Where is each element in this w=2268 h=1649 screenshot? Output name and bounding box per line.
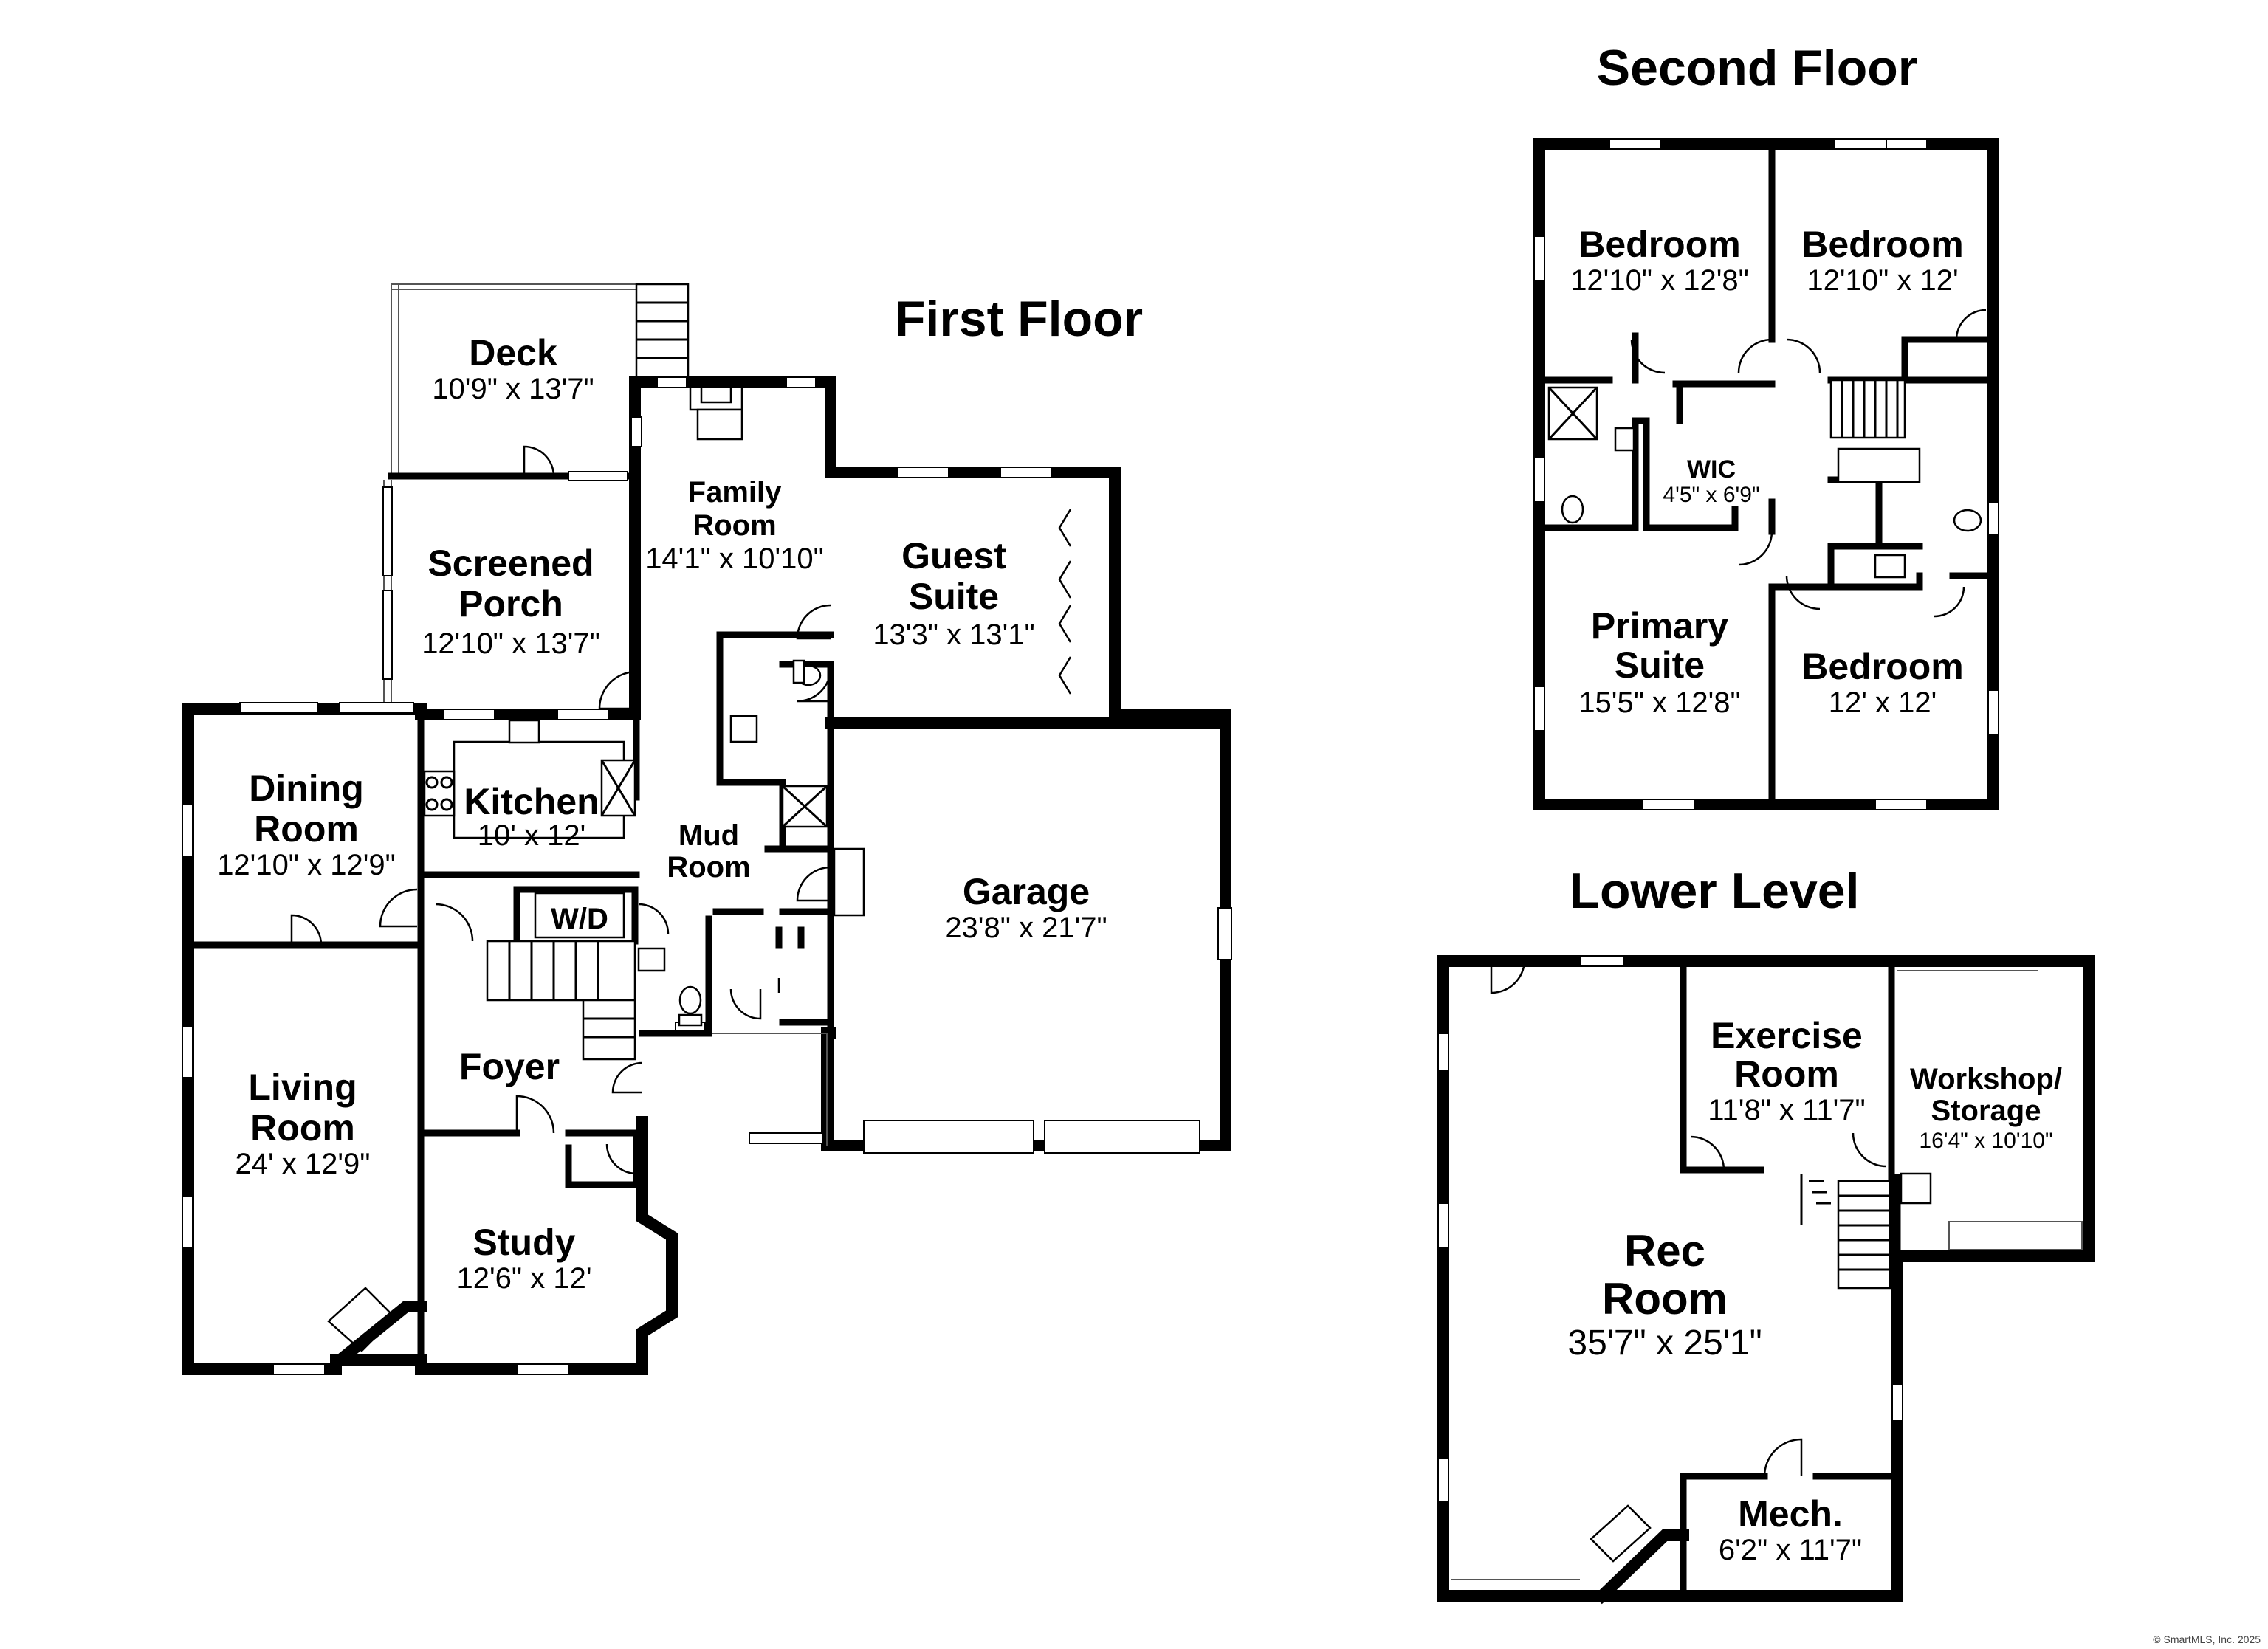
- wic-label: WIC: [1687, 455, 1736, 483]
- exercise-dims: 11'8" x 11'7": [1708, 1094, 1865, 1126]
- screened-dims: 12'10" x 13'7": [422, 627, 600, 660]
- guest-label-2: Suite: [909, 576, 999, 617]
- guest-dims: 13'3" x 13'1": [873, 619, 1034, 651]
- kitchen-sink: [508, 719, 540, 744]
- lower-level-stairs: [1800, 1174, 1891, 1290]
- deck-door: [523, 445, 555, 477]
- dining-dims: 12'10" x 12'9": [217, 849, 396, 881]
- lower-level-title: Lower Level: [1569, 863, 1859, 919]
- garage-door-1: [863, 1120, 1034, 1154]
- wic-dims: 4'5" x 6'9": [1663, 483, 1759, 507]
- deck-stairs: [635, 283, 690, 382]
- screened-label-2: Porch: [458, 583, 563, 624]
- garage-label: Garage: [963, 871, 1090, 912]
- family-label-1: Family: [688, 476, 782, 509]
- living-label-1: Living: [248, 1067, 357, 1108]
- workshop-dims: 16'4" x 10'10": [1919, 1129, 2052, 1153]
- study-dims: 12'6" x 12': [457, 1262, 592, 1295]
- primary-label-1: Primary: [1591, 605, 1728, 647]
- rec-label-1: Rec: [1624, 1226, 1705, 1276]
- guest-label-1: Guest: [901, 535, 1006, 576]
- second-floor-title: Second Floor: [1597, 40, 1917, 96]
- workshop-label-2: Storage: [1931, 1095, 2041, 1127]
- bedroom1-dims: 12'10" x 12'8": [1570, 264, 1749, 297]
- family-label-2: Room: [693, 509, 776, 542]
- rec-label-2: Room: [1602, 1274, 1728, 1323]
- mud-label-1: Mud: [678, 819, 739, 852]
- mech-label: Mech.: [1738, 1493, 1843, 1535]
- deck-label: Deck: [469, 332, 557, 373]
- study-label: Study: [473, 1222, 576, 1263]
- living-dims: 24' x 12'9": [236, 1148, 371, 1180]
- deck-dims: 10'9" x 13'7": [432, 373, 594, 405]
- mech-dims: 6'2" x 11'7": [1719, 1534, 1862, 1566]
- first-floor: First Floor: [182, 283, 1232, 1375]
- living-label-2: Room: [250, 1107, 355, 1149]
- primary-dims: 15'5" x 12'8": [1578, 686, 1740, 719]
- dining-label-1: Dining: [249, 768, 364, 809]
- family-fireplace: [689, 388, 743, 411]
- kitchen-label: Kitchen: [464, 781, 599, 822]
- garage-dims: 23'8" x 21'7": [945, 912, 1107, 944]
- bedroom3-label: Bedroom: [1801, 646, 1963, 687]
- kitchen-dims: 10' x 12': [478, 819, 585, 852]
- deck-outline: [391, 283, 690, 477]
- wd-label: W/D: [551, 903, 608, 935]
- garage-door-2: [1044, 1120, 1200, 1154]
- exercise-label-1: Exercise: [1711, 1015, 1863, 1056]
- primary-label-2: Suite: [1615, 644, 1705, 686]
- washer-dryer: [534, 892, 625, 939]
- bedroom2-label: Bedroom: [1801, 224, 1963, 265]
- rec-fireplace: [1590, 1504, 1652, 1563]
- screened-porch-outline: [382, 471, 640, 712]
- bedroom1-label: Bedroom: [1578, 224, 1740, 265]
- exercise-label-2: Room: [1734, 1053, 1839, 1095]
- foyer-label: Foyer: [459, 1046, 560, 1087]
- first-floor-title: First Floor: [895, 291, 1143, 347]
- second-floor: Second Floor: [1533, 40, 1999, 810]
- lower-level: Lower Level: [1437, 863, 2095, 1605]
- copyright-text: © SmartMLS, Inc. 2025: [2153, 1633, 2261, 1645]
- second-floor-stairs: [1829, 379, 1906, 439]
- bedroom3-dims: 12' x 12': [1829, 686, 1937, 719]
- kitchen-counter: [453, 740, 625, 839]
- screened-label-1: Screened: [427, 543, 594, 584]
- rec-dims: 35'7" x 25'1": [1567, 1323, 1762, 1363]
- mud-label-2: Room: [667, 851, 750, 884]
- dining-label-2: Room: [254, 808, 359, 850]
- first-floor-stairs: [486, 940, 636, 1061]
- bedroom2-dims: 12'10" x 12': [1807, 264, 1958, 297]
- workshop-label-1: Workshop/: [1910, 1063, 2062, 1095]
- family-dims: 14'1" x 10'10": [645, 543, 824, 575]
